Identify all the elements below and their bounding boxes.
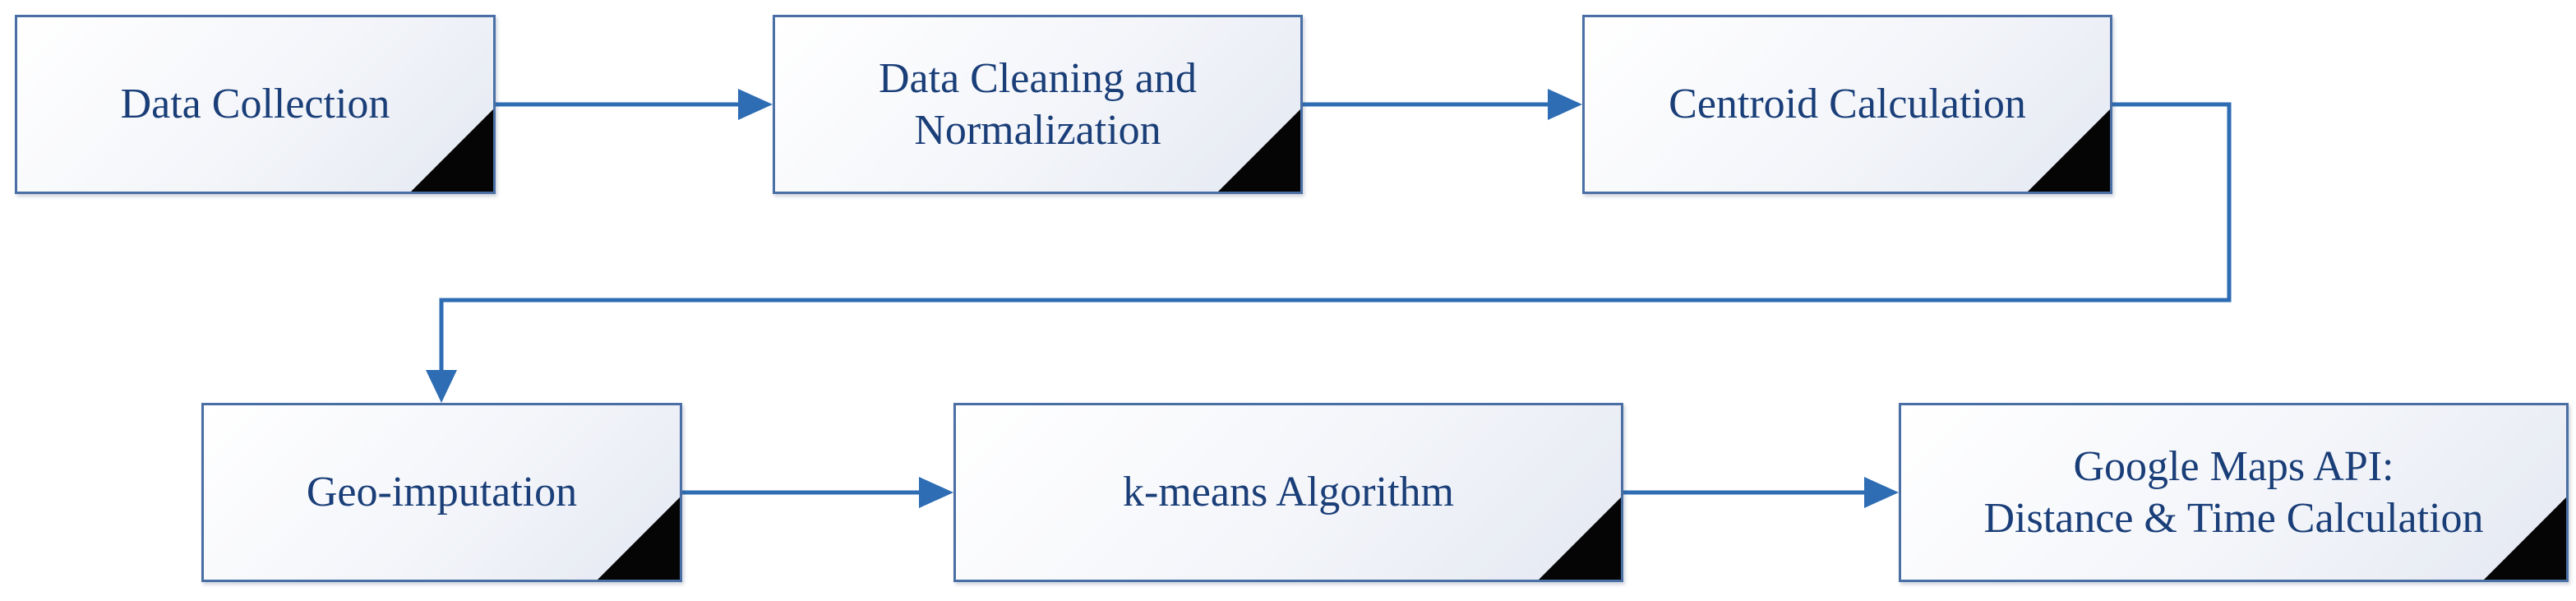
corner-triangle-icon: [1539, 497, 1621, 580]
arrowhead-to-kmeans: [919, 477, 953, 508]
corner-triangle-icon: [411, 109, 493, 192]
corner-triangle-icon: [2028, 109, 2110, 192]
corner-triangle-icon: [598, 497, 680, 580]
node-label: Data Collection: [120, 81, 390, 128]
node-label: Geo-imputation: [306, 469, 578, 516]
edge-centroid-to-geoimputation: [439, 102, 2232, 377]
node-label: Google Maps API: Distance & Time Calcula…: [1983, 442, 2484, 542]
arrowhead-to-googlemaps: [1864, 477, 1899, 508]
node-centroid-calculation: Centroid Calculation: [1582, 15, 2112, 194]
arrowhead-to-centroid: [1548, 89, 1582, 120]
corner-triangle-icon: [1218, 109, 1300, 192]
arrowhead-to-geoimputation: [426, 370, 457, 403]
node-label: Data Cleaning and Normalization: [879, 54, 1197, 154]
node-google-maps-api: Google Maps API: Distance & Time Calcula…: [1899, 403, 2569, 582]
corner-triangle-icon: [2484, 497, 2566, 580]
node-k-means-algorithm: k-means Algorithm: [953, 403, 1623, 582]
node-label: k-means Algorithm: [1123, 469, 1454, 516]
node-geo-imputation: Geo-imputation: [201, 403, 682, 582]
node-data-cleaning: Data Cleaning and Normalization: [773, 15, 1303, 194]
node-label: Centroid Calculation: [1669, 81, 2026, 128]
node-data-collection: Data Collection: [15, 15, 496, 194]
arrowhead-to-cleaning: [738, 89, 773, 120]
